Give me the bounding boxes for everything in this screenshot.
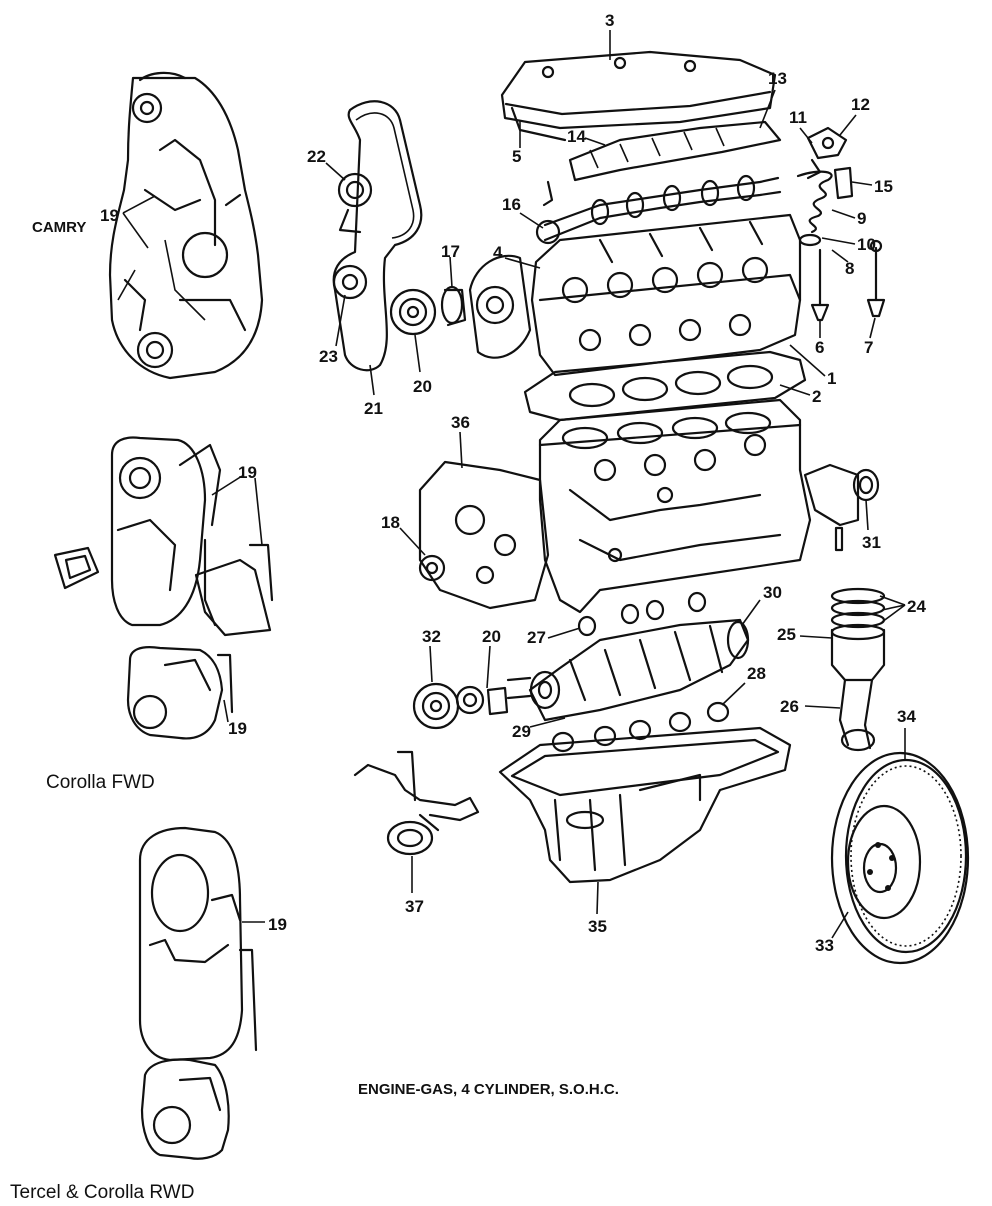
corolla-fwd-caption: Corolla FWD [46,772,155,793]
oil-pan-group [498,726,792,884]
callout-33: 33 [815,936,834,955]
callout-19-fwd-a: 19 [238,463,257,482]
callout-2: 2 [812,387,821,406]
callout-7: 7 [864,338,873,357]
diagram-title: ENGINE-GAS, 4 CYLINDER, S.O.H.C. [358,1081,619,1098]
timing-belt-group [332,100,467,372]
callout-24: 24 [907,597,926,616]
callout-19-camry: 19 [100,206,119,225]
head-gasket [523,350,807,422]
callout-22: 22 [307,147,326,166]
valve-train-group [796,126,886,322]
camry-label: CAMRY [32,219,86,236]
callout-10: 10 [857,235,876,254]
callout-28: 28 [747,664,766,683]
callout-21: 21 [364,399,383,418]
callout-23: 23 [319,347,338,366]
flywheel-group [830,751,970,965]
callout-36: 36 [451,413,470,432]
callout-19-rwd: 19 [268,915,287,934]
camshaft-group [535,120,782,245]
oil-strainer-group [353,750,480,856]
callout-8: 8 [845,259,854,278]
callout-12: 12 [851,95,870,114]
callout-37: 37 [405,897,424,916]
valve-cover-group [500,50,777,142]
callout-4: 4 [493,243,503,262]
callout-25: 25 [777,625,796,644]
callout-5: 5 [512,147,521,166]
callout-15: 15 [874,177,893,196]
piston-rod-group [830,587,886,752]
crankshaft-group [412,618,750,730]
callout-29: 29 [512,722,531,741]
callout-11: 11 [789,108,807,127]
callout-3: 3 [605,11,614,30]
tercel-rwd-timing-cover-inset [138,826,265,1160]
callout-9: 9 [857,209,866,228]
callout-26: 26 [780,697,799,716]
callout-20-top: 20 [413,377,432,396]
callout-13: 13 [768,69,787,88]
callout-18: 18 [381,513,400,532]
camry-timing-cover-inset [108,71,264,380]
callout-31: 31 [862,533,881,552]
callout-27: 27 [527,628,546,647]
callout-16: 16 [502,195,521,214]
callout-30: 30 [763,583,782,602]
callout-32: 32 [422,627,441,646]
callout-20-bottom: 20 [482,627,501,646]
callout-35: 35 [588,917,607,936]
callout-34: 34 [897,707,916,726]
callout-1: 1 [827,369,836,388]
callout-17: 17 [441,242,460,261]
callout-6: 6 [815,338,824,357]
main-bearings-lower [551,701,730,753]
cylinder-block-group [418,398,880,614]
corolla-fwd-timing-cover-inset [53,436,274,740]
tercel-rwd-caption: Tercel & Corolla RWD [10,1182,194,1203]
callout-19-fwd-b: 19 [228,719,247,738]
cylinder-head-group [468,213,802,377]
main-bearings-upper [577,591,707,637]
callout-14: 14 [567,127,586,146]
